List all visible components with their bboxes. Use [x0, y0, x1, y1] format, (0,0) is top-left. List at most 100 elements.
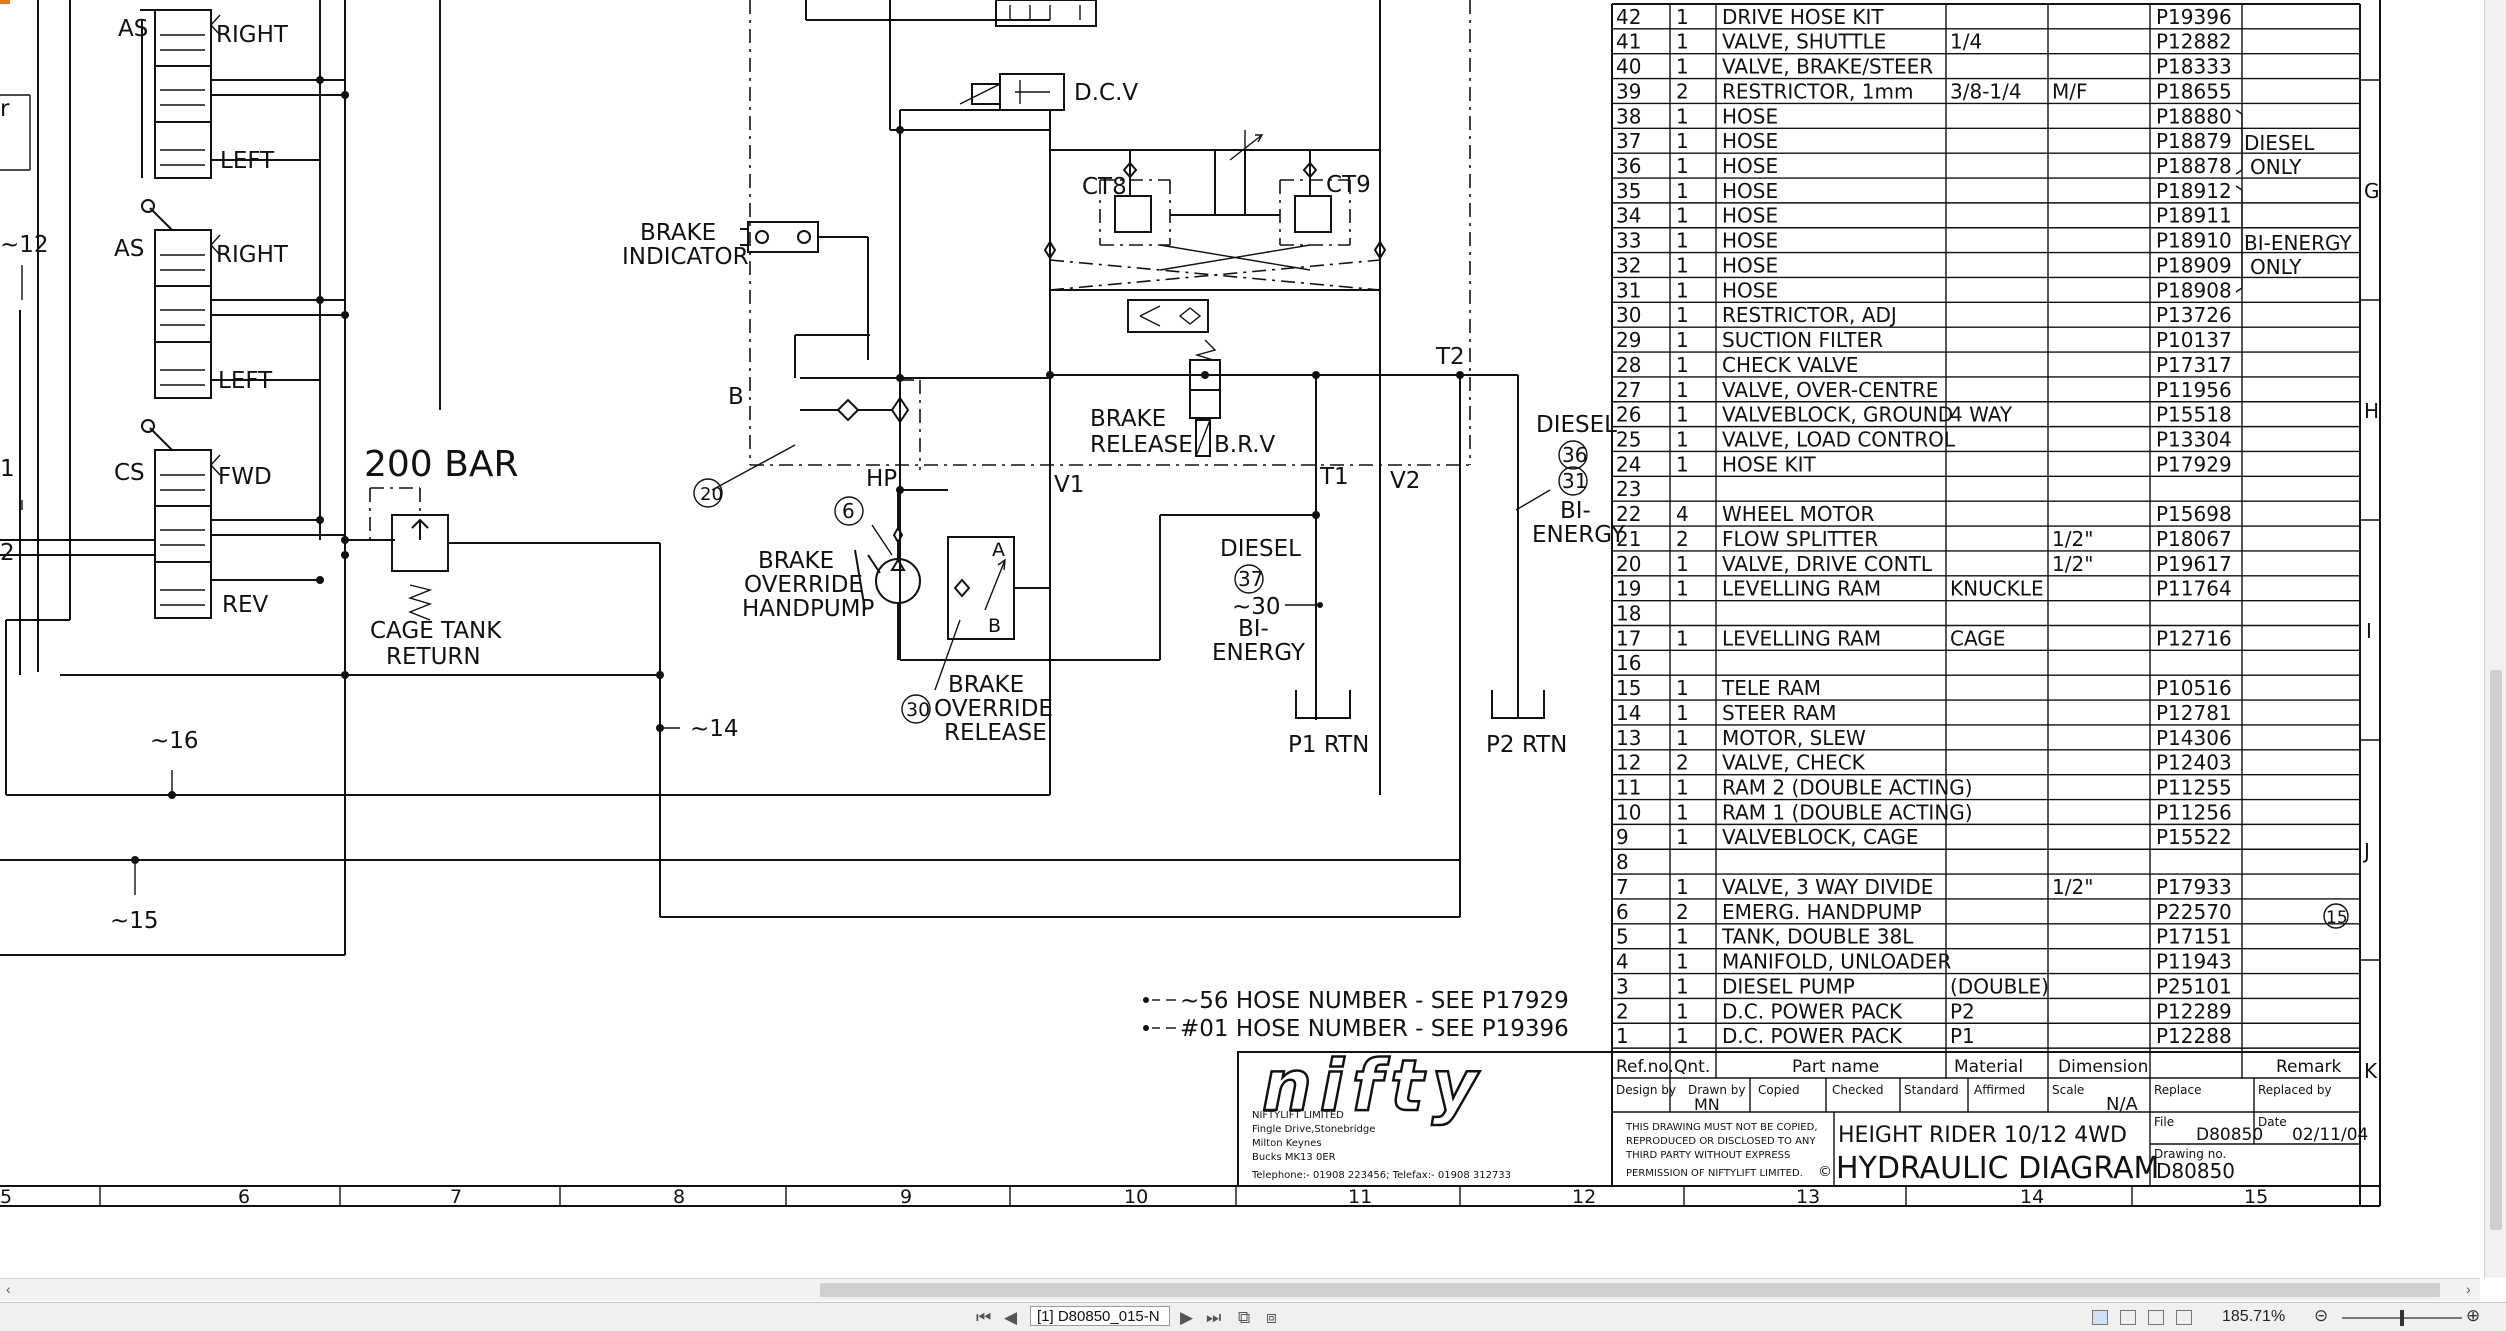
notice-line-1: THIS DRAWING MUST NOT BE COPIED,: [1625, 1122, 1818, 1133]
zone-letter-g: G: [2364, 179, 2380, 203]
previous-page-icon[interactable]: ◀: [1004, 1308, 1018, 1327]
zone-letter-k: K: [2364, 1059, 2378, 1083]
notice-line-3: THIRD PARTY WITHOUT EXPRESS: [1625, 1150, 1790, 1161]
label-as-2: AS: [114, 236, 144, 262]
table-cell-ref: 14: [1616, 701, 1641, 725]
table-cell-ref: 8: [1616, 850, 1629, 874]
table-cell-name: HOSE: [1722, 229, 1778, 253]
table-cell-mat: 3/8-1/4: [1950, 79, 2022, 103]
table-cell-rem: P11764: [2156, 577, 2232, 601]
scale-label: Scale: [2052, 1083, 2084, 1097]
table-cell-mat: 1/4: [1950, 30, 1982, 54]
table-cell-qty: 1: [1676, 403, 1689, 427]
continuous-view-icon[interactable]: [2120, 1310, 2136, 1325]
fit-page-icon[interactable]: ⧉: [1238, 1308, 1251, 1327]
table-cell-ref: 28: [1616, 353, 1641, 377]
table-cell-rem: P17929: [2156, 452, 2232, 476]
table-cell-qty: 1: [1676, 974, 1689, 998]
zoom-in-icon[interactable]: ⊕: [2466, 1306, 2481, 1325]
label-ct8: CT8: [1082, 174, 1127, 200]
diagram-labels: AS RIGHT LEFT AS RIGHT LEFT CS FWD REV r…: [0, 16, 1626, 1042]
label-20: 20: [700, 484, 723, 505]
table-cell-rem: P18333: [2156, 55, 2232, 79]
nifty-logo: nifty: [1262, 1045, 1485, 1127]
table-cell-name: RAM 1 (DOUBLE ACTING): [1722, 800, 1973, 824]
table-cell-name: STEER RAM: [1722, 701, 1836, 725]
vertical-scrollbar[interactable]: [2484, 0, 2506, 1278]
zone-letter-j: J: [2362, 839, 2370, 863]
label-200-bar: 200 BAR: [364, 444, 519, 485]
facing-view-icon[interactable]: [2148, 1310, 2164, 1325]
table-cell-name: VALVE, LOAD CONTROL: [1722, 427, 1956, 451]
table-cell-name: VALVE, 3 WAY DIVIDE: [1722, 875, 1933, 899]
table-cell-name: VALVE, OVER-CENTRE: [1722, 378, 1938, 402]
header-qty: Qnt.: [1674, 1057, 1710, 1077]
table-cell-qty: 1: [1676, 5, 1689, 29]
label-as-1: AS: [118, 16, 148, 42]
title-block: Ref.no. Qnt. Part name Material Dimensio…: [1237, 1044, 2368, 1187]
horizontal-scrollbar[interactable]: ‹ ›: [0, 1278, 2480, 1301]
table-cell-name: D.C. POWER PACK: [1722, 999, 1903, 1023]
label-v1: V1: [1054, 472, 1084, 498]
vertical-scroll-thumb[interactable]: [2490, 670, 2502, 1230]
table-cell-name: HOSE: [1722, 253, 1778, 277]
table-cell-rem: P18911: [2156, 204, 2232, 228]
table-cell-name: MOTOR, SLEW: [1722, 726, 1866, 750]
zoom-out-icon[interactable]: ⊝: [2314, 1306, 2329, 1325]
table-cell-qty: 1: [1676, 179, 1689, 203]
table-cell-ref: 33: [1616, 229, 1641, 253]
table-cell-mat: CAGE: [1950, 626, 2005, 650]
scroll-left-arrow-icon[interactable]: ‹: [6, 1281, 11, 1297]
ruler-number: 12: [1572, 1186, 1596, 1208]
label-brake-handpump-3: HANDPUMP: [742, 596, 874, 622]
next-page-icon[interactable]: ▶: [1180, 1308, 1194, 1327]
label-brake-override-2: OVERRIDE: [934, 696, 1053, 722]
ruler-number: 6: [238, 1186, 250, 1208]
table-cell-ref: 9: [1616, 825, 1629, 849]
table-cell-rem: P12289: [2156, 999, 2232, 1023]
ruler-number: 10: [1124, 1186, 1148, 1208]
table-cell-qty: 1: [1676, 278, 1689, 302]
table-cell-qty: 1: [1676, 552, 1689, 576]
label-6: 6: [842, 499, 855, 523]
zone-letter-h: H: [2364, 399, 2379, 423]
zoom-slider-thumb[interactable]: [2400, 1310, 2404, 1326]
hose-number-note-1: ~56 HOSE NUMBER - SEE P17929: [1180, 988, 1569, 1014]
first-page-icon[interactable]: ⏮: [976, 1308, 992, 1327]
table-cell-name: LEVELLING RAM: [1722, 626, 1881, 650]
horizontal-scroll-thumb[interactable]: [820, 1283, 2440, 1297]
table-cell-ref: 22: [1616, 502, 1641, 526]
label-brake-override-3: RELEASE: [944, 720, 1047, 746]
table-cell-qty: 1: [1676, 626, 1689, 650]
header-material: Material: [1954, 1057, 2023, 1077]
table-cell-rem: P18912: [2156, 179, 2232, 203]
fit-width-icon[interactable]: ⧈: [1266, 1308, 1277, 1327]
table-cell-name: D.C. POWER PACK: [1722, 1024, 1903, 1048]
replaced-by-label: Replaced by: [2258, 1083, 2332, 1097]
table-cell-mat: KNUCKLE: [1950, 577, 2044, 601]
table-cell-rem: P12403: [2156, 751, 2232, 775]
last-page-icon[interactable]: ⏭: [1206, 1308, 1222, 1327]
label-cage-tank: CAGE TANK: [370, 618, 502, 644]
continuous-facing-view-icon[interactable]: [2176, 1310, 2192, 1325]
table-cell-ref: 10: [1616, 800, 1641, 824]
ruler-number: 8: [673, 1186, 685, 1208]
label-brake-handpump-2: OVERRIDE: [744, 572, 863, 598]
scroll-right-arrow-icon[interactable]: ›: [2466, 1281, 2471, 1297]
table-cell-ref: 23: [1616, 477, 1641, 501]
page-selector[interactable]: [1] D80850_015-N: [1030, 1306, 1170, 1326]
table-cell-qty: 1: [1676, 676, 1689, 700]
table-cell-qty: 1: [1676, 950, 1689, 974]
notice-line-4: PERMISSION OF NIFTYLIFT LIMITED.: [1626, 1168, 1803, 1179]
ruler-number: 5: [0, 1186, 12, 1208]
table-cell-qty: 1: [1676, 1024, 1689, 1048]
table-cell-dim: M/F: [2052, 79, 2088, 103]
table-cell-ref: 3: [1616, 974, 1629, 998]
table-cell-ref: 2: [1616, 999, 1629, 1023]
single-page-view-icon[interactable]: [2092, 1310, 2108, 1325]
company-line-1: NIFTYLIFT LIMITED: [1252, 1110, 1344, 1121]
table-cell-qty: 4: [1676, 502, 1689, 526]
table-cell-rem: P11256: [2156, 800, 2232, 824]
